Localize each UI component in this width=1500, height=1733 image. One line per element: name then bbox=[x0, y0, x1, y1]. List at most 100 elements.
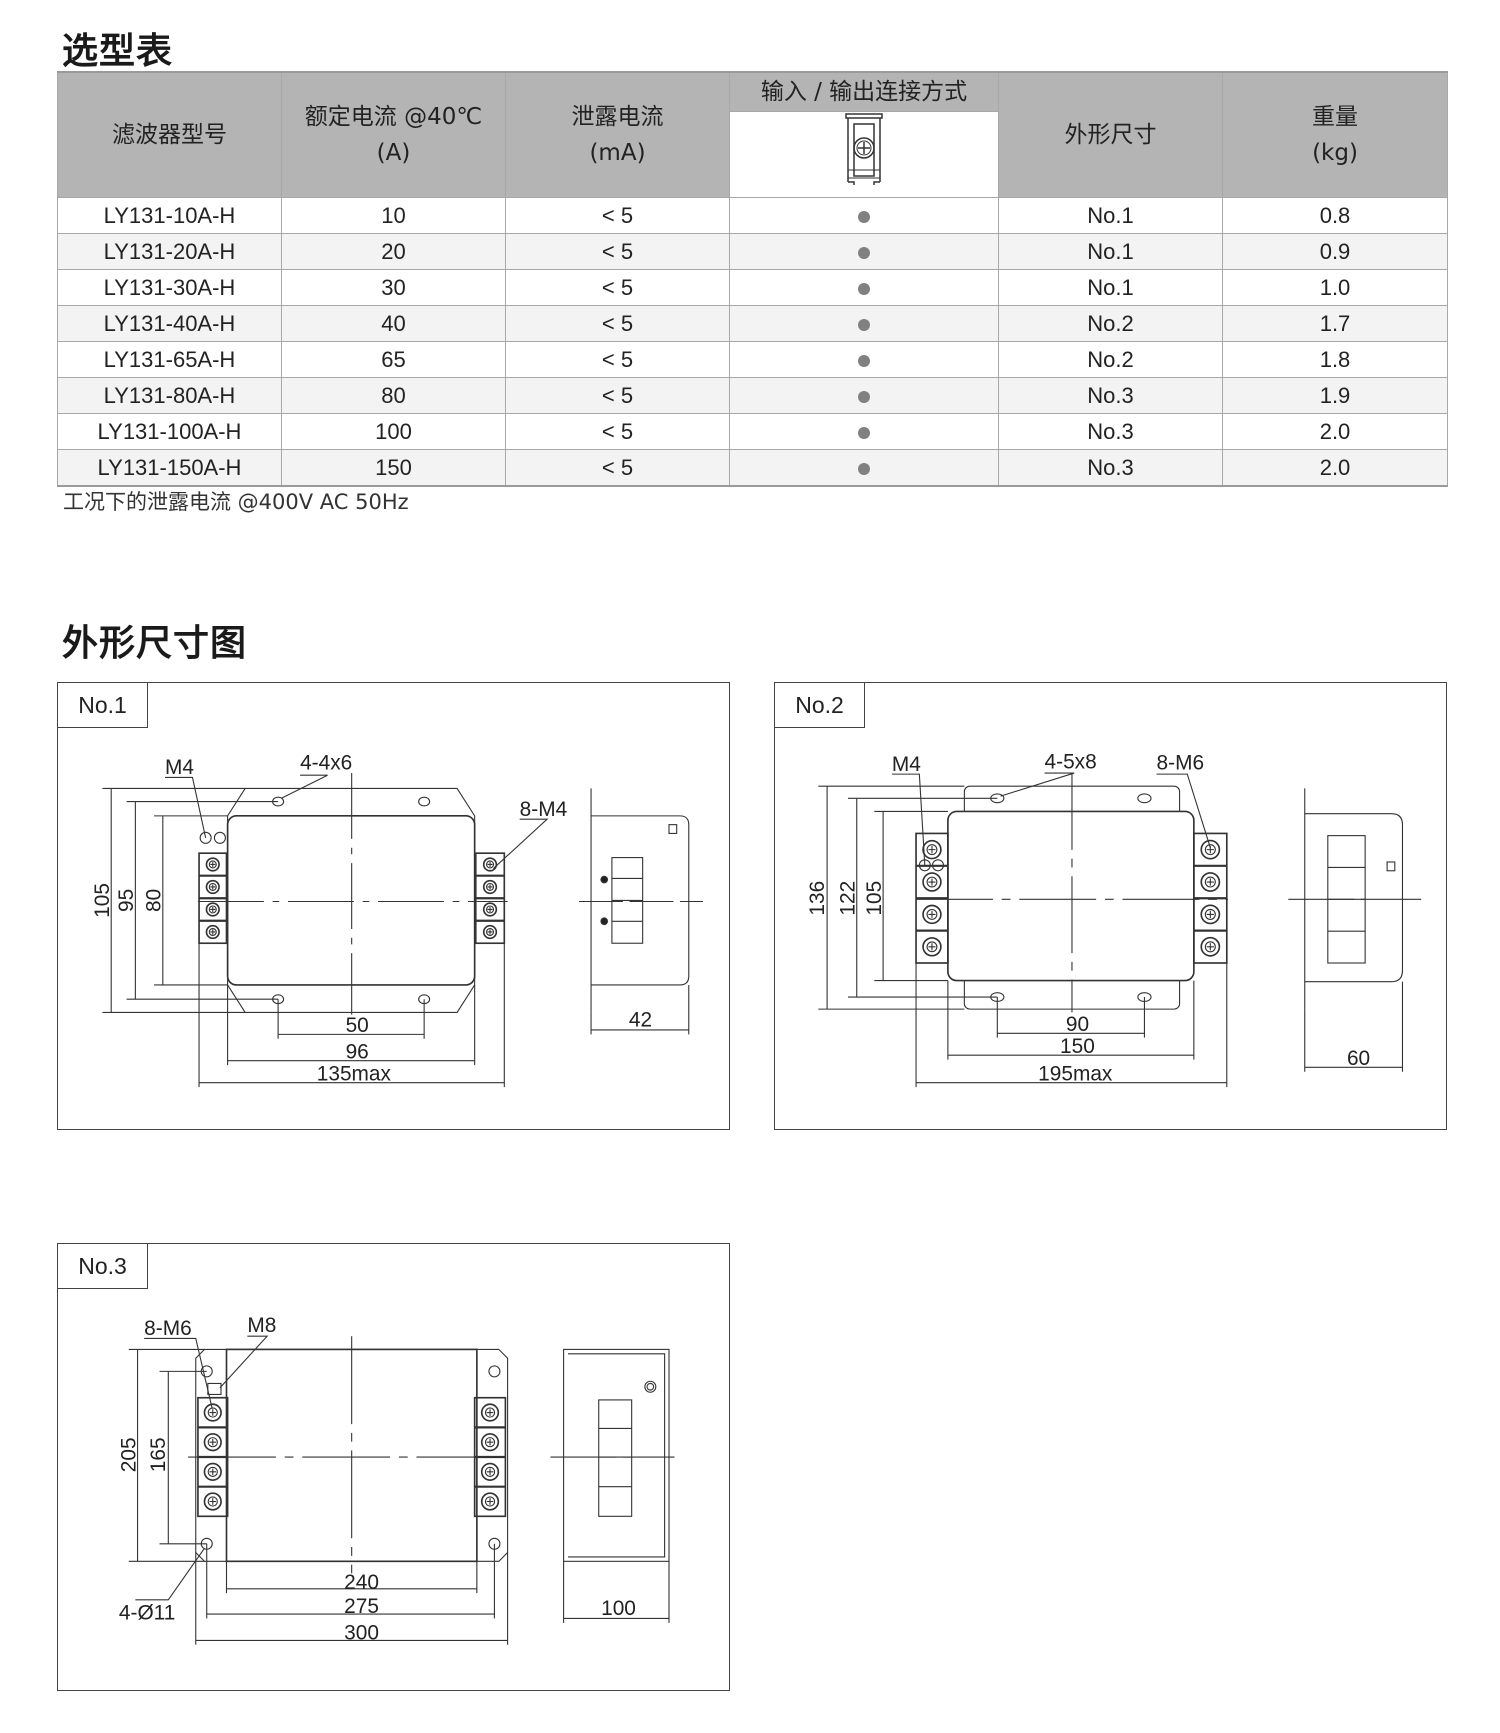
cell-dimension: No.1 bbox=[998, 269, 1223, 306]
dim-height-outer: 136 bbox=[806, 881, 829, 916]
bullet-icon bbox=[858, 210, 870, 223]
ground-stud-icon bbox=[207, 1382, 222, 1395]
cell-current: 30 bbox=[281, 269, 506, 306]
cell-connection bbox=[729, 305, 999, 342]
drawing-tag: No.1 bbox=[58, 683, 148, 728]
dimension-lines bbox=[128, 1348, 670, 1645]
cell-weight: 2.0 bbox=[1222, 413, 1448, 450]
drawings-title: 外形尺寸图 bbox=[62, 623, 248, 664]
dim-depth: 100 bbox=[601, 1597, 636, 1620]
bullet-icon bbox=[858, 462, 870, 475]
terminal-screw-icon bbox=[922, 872, 942, 892]
cell-model: LY131-150A-H bbox=[57, 449, 282, 487]
cell-leakage: < 5 bbox=[505, 197, 730, 234]
cell-weight: 1.7 bbox=[1222, 305, 1448, 342]
cell-connection bbox=[729, 449, 999, 487]
terminal-screw-icon bbox=[203, 1492, 222, 1511]
dim-height-outer: 105 bbox=[91, 883, 114, 918]
dim-hole-spacing: 90 bbox=[1066, 1013, 1089, 1036]
terminal-screw-icon bbox=[480, 1492, 500, 1511]
label-holes: 4-4x6 bbox=[300, 752, 352, 775]
cell-dimension: No.1 bbox=[998, 233, 1223, 270]
bullet-icon bbox=[858, 390, 870, 403]
cell-weight: 1.9 bbox=[1222, 377, 1448, 414]
leader-lines bbox=[891, 772, 1211, 866]
side-view: 60 bbox=[1288, 788, 1422, 1070]
cell-leakage: < 5 bbox=[505, 341, 730, 378]
dim-body-width: 150 bbox=[1060, 1035, 1095, 1058]
cell-leakage: < 5 bbox=[505, 413, 730, 450]
no2-dimension-drawing: 136 122 105 90 150 195max M4 4-5x8 8-M6 … bbox=[806, 751, 1422, 1088]
label-ground: M8 bbox=[247, 1314, 276, 1337]
dim-height-inner: 165 bbox=[147, 1437, 170, 1472]
dim-depth: 60 bbox=[1347, 1047, 1370, 1070]
cell-connection bbox=[729, 413, 999, 450]
dimension-lines bbox=[818, 785, 1404, 1088]
cell-current: 20 bbox=[281, 233, 506, 270]
mounting-plate bbox=[195, 1348, 509, 1562]
no3-dimension-drawing: 205 165 240 275 300 8-M6 M8 4-Ø11 100 bbox=[117, 1314, 675, 1645]
drawing-tag: No.3 bbox=[58, 1244, 148, 1289]
cell-model: LY131-40A-H bbox=[57, 305, 282, 342]
center-lines bbox=[188, 1336, 511, 1574]
cell-dimension: No.3 bbox=[998, 413, 1223, 450]
cell-dimension: No.2 bbox=[998, 305, 1223, 342]
terminal-screw-icon bbox=[480, 1462, 500, 1481]
cell-model: LY131-30A-H bbox=[57, 269, 282, 306]
terminal-screw-icon bbox=[480, 1403, 500, 1422]
cell-model: LY131-100A-H bbox=[57, 413, 282, 450]
cell-connection bbox=[729, 341, 999, 378]
label-ground: M4 bbox=[165, 756, 194, 779]
header-weight: 重量(kg) bbox=[1222, 71, 1448, 198]
dim-hole-spacing: 275 bbox=[344, 1595, 379, 1618]
terminal-screw-icon bbox=[480, 1433, 500, 1452]
dim-body-width: 96 bbox=[346, 1041, 369, 1064]
label-holes: 4-Ø11 bbox=[119, 1602, 175, 1625]
cell-model: LY131-80A-H bbox=[57, 377, 282, 414]
cell-weight: 0.8 bbox=[1222, 197, 1448, 234]
cell-model: LY131-10A-H bbox=[57, 197, 282, 234]
cell-dimension: No.2 bbox=[998, 341, 1223, 378]
terminal-screw-icon bbox=[482, 857, 498, 872]
label-terminals: 8-M6 bbox=[144, 1317, 192, 1340]
header-dimension: 外形尺寸 bbox=[998, 71, 1223, 198]
terminal-screw-icon bbox=[205, 902, 220, 917]
dim-max-width: 195max bbox=[1038, 1062, 1113, 1085]
label-terminals: 8-M6 bbox=[1157, 752, 1205, 775]
dim-hole-spacing: 50 bbox=[346, 1014, 369, 1037]
dim-body-width: 240 bbox=[344, 1571, 379, 1594]
dimension-lines bbox=[102, 787, 690, 1088]
side-view: 42 bbox=[578, 788, 704, 1032]
cell-weight: 1.8 bbox=[1222, 341, 1448, 378]
center-lines bbox=[197, 773, 508, 1015]
cell-current: 65 bbox=[281, 341, 506, 378]
terminal-screw-icon bbox=[922, 904, 942, 925]
cell-weight: 0.9 bbox=[1222, 233, 1448, 270]
cell-current: 100 bbox=[281, 413, 506, 450]
terminal-block bbox=[1193, 832, 1228, 964]
no1-dimension-drawing: 105 95 80 50 96 135max M4 4-4x6 8-M4 42 bbox=[91, 752, 704, 1088]
drawing-no3: No.3 205 165 240 275 300 8-M6 M8 4-Ø11 1… bbox=[57, 1243, 730, 1691]
terminal-screw-icon bbox=[1200, 904, 1221, 925]
cell-current: 150 bbox=[281, 449, 506, 487]
cell-leakage: < 5 bbox=[505, 233, 730, 270]
bullet-icon bbox=[858, 426, 870, 439]
center-lines bbox=[916, 773, 1228, 1013]
selection-table-title: 选型表 bbox=[62, 31, 174, 72]
header-leakage: 泄露电流(mA) bbox=[505, 71, 730, 198]
terminal-block bbox=[474, 852, 506, 945]
header-current: 额定电流 @40℃(A) bbox=[281, 71, 506, 198]
terminal-screw-icon bbox=[205, 924, 220, 940]
cell-connection bbox=[729, 197, 999, 234]
bullet-icon bbox=[858, 282, 870, 295]
screw-terminal-icon bbox=[845, 113, 883, 185]
terminal-screw-icon bbox=[922, 839, 942, 860]
connection-image-cell bbox=[729, 111, 999, 198]
terminal-screw-icon bbox=[482, 902, 498, 917]
cell-weight: 1.0 bbox=[1222, 269, 1448, 306]
bullet-icon bbox=[858, 318, 870, 331]
